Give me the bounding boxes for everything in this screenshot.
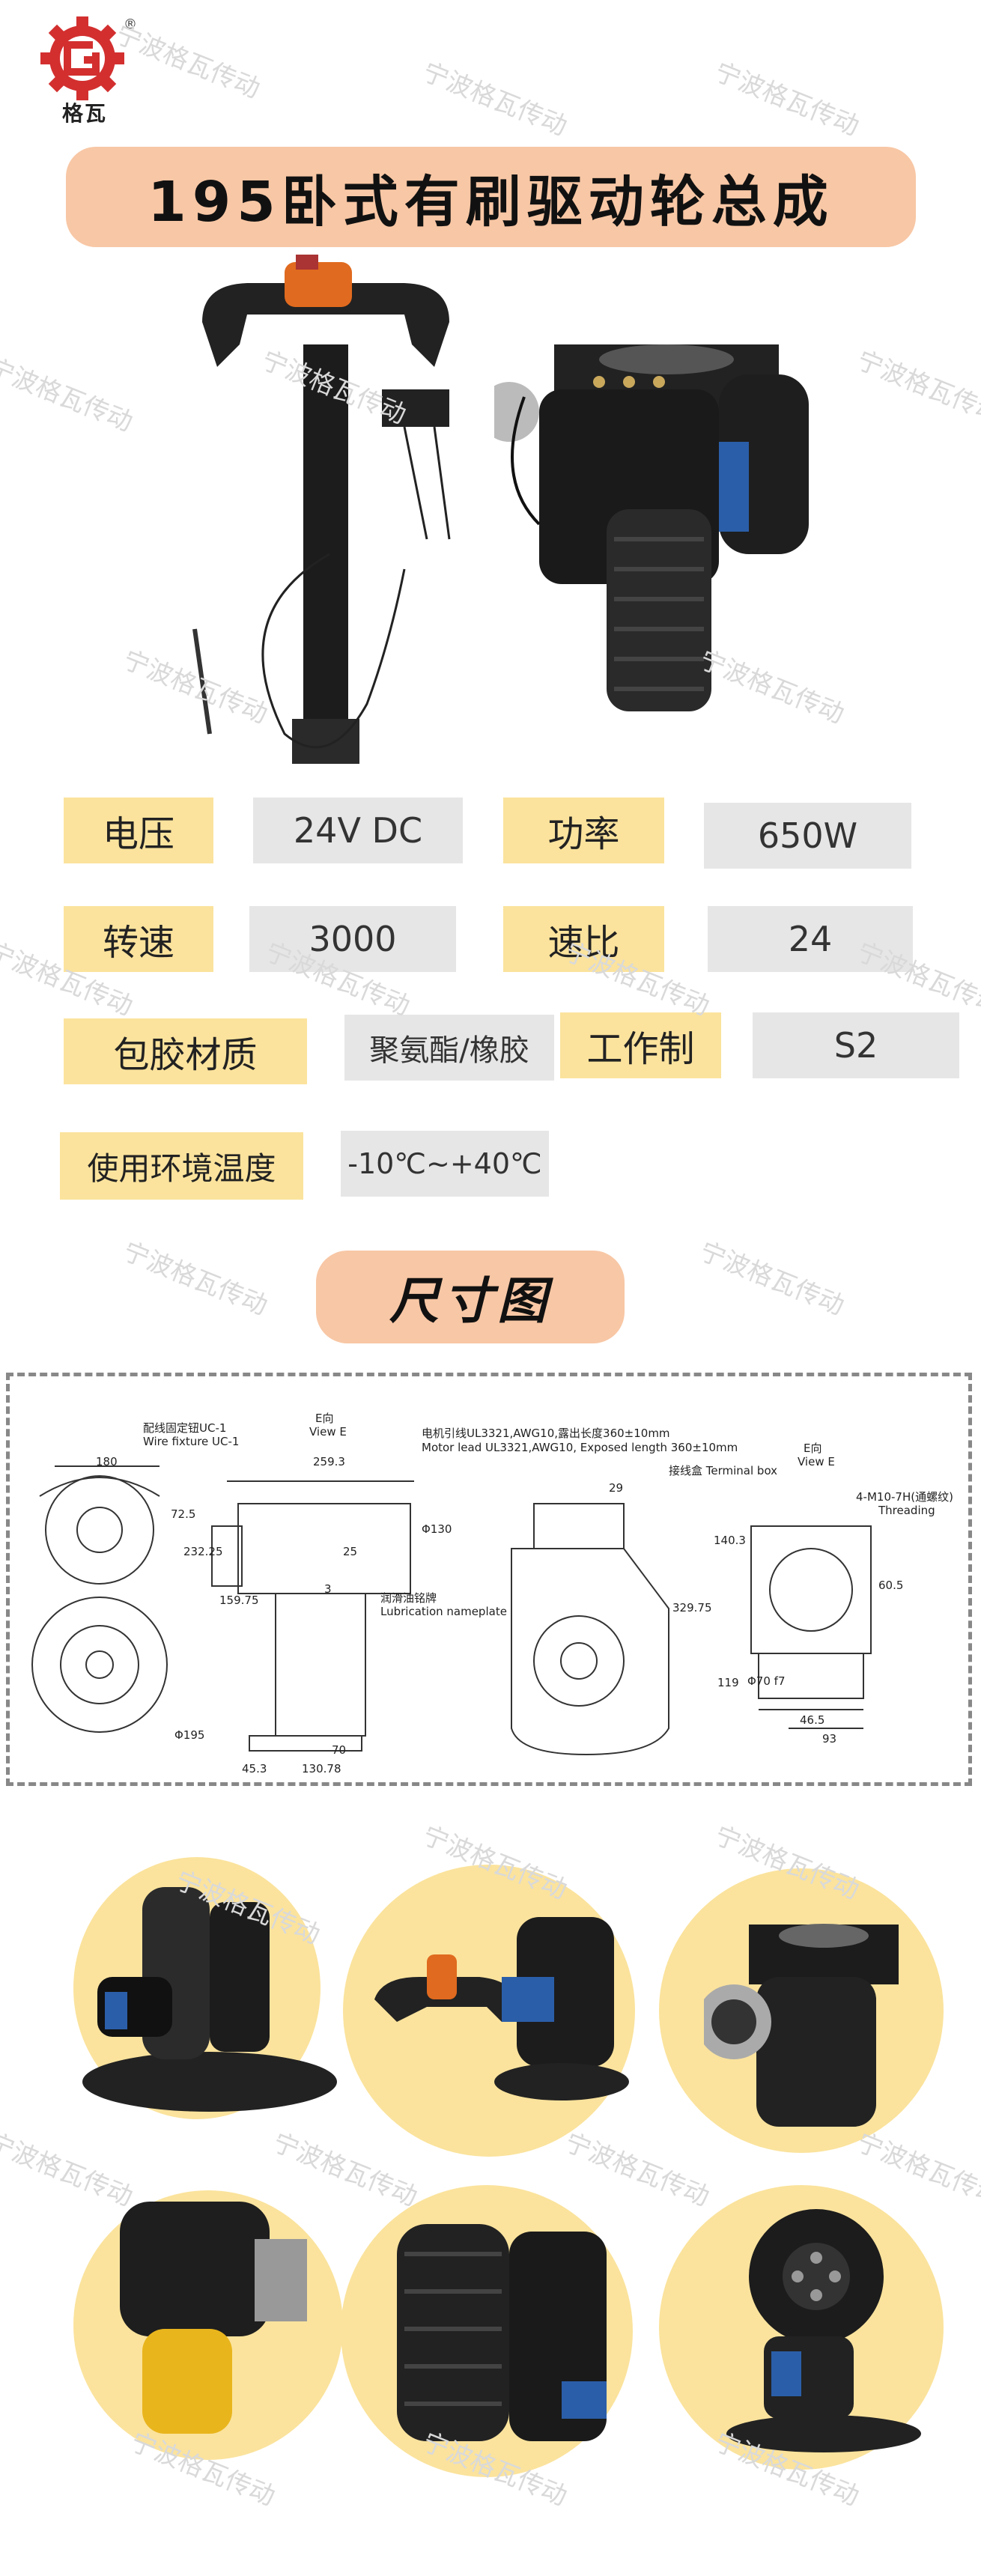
watermark: 宁波格瓦传动 — [852, 344, 981, 431]
spec-value-ratio: 24 — [708, 906, 913, 972]
registered-mark: ® — [124, 16, 137, 32]
spec-label-speed: 转速 — [64, 906, 213, 972]
dim-70: 70 — [332, 1743, 347, 1757]
dim-phi130: Φ130 — [422, 1522, 452, 1536]
product-photo-handle — [180, 255, 472, 779]
gear-logo-icon — [40, 16, 124, 100]
watermark: 宁波格瓦传动 — [0, 352, 137, 438]
label-motor-lead-en: Motor lead UL3321,AWG10, Exposed length … — [422, 1441, 738, 1454]
watermark: 宁波格瓦传动 — [695, 1236, 848, 1322]
spec-value-material: 聚氨酯/橡胶 — [344, 1015, 554, 1081]
dim-180: 180 — [96, 1455, 118, 1468]
label-view-e-en: View E — [309, 1425, 347, 1439]
dim-159-75: 159.75 — [219, 1594, 259, 1607]
gallery-photo-6 — [704, 2202, 929, 2456]
spec-label-power: 功率 — [503, 798, 664, 863]
drawing-lines — [31, 1465, 872, 1756]
watermark: 宁波格瓦传动 — [710, 56, 863, 142]
dim-140-3: 140.3 — [714, 1534, 746, 1547]
dim-60-5: 60.5 — [878, 1579, 904, 1592]
dim-329-75: 329.75 — [672, 1601, 712, 1614]
dim-phi70-f7: Φ70 f7 — [747, 1674, 786, 1688]
label-lube-cn: 润滑油铭牌 — [380, 1591, 437, 1605]
dim-46-5: 46.5 — [800, 1713, 825, 1727]
dim-130-78: 130.78 — [302, 1762, 341, 1775]
label-wire-fixture-en: Wire fixture UC-1 — [143, 1435, 240, 1448]
dim-232-25: 232.25 — [183, 1545, 223, 1558]
gallery-photo-4 — [75, 2194, 315, 2441]
dim-29: 29 — [609, 1481, 624, 1495]
label-threading-cn: 4-M10-7H(通螺纹) — [856, 1490, 953, 1504]
dim-259-3: 259.3 — [313, 1455, 345, 1468]
dim-3: 3 — [324, 1582, 332, 1596]
brand-logo — [36, 15, 133, 127]
label-wire-fixture-cn: 配线固定钮UC-1 — [143, 1421, 227, 1435]
spec-value-temperature: -10℃~+40℃ — [341, 1131, 549, 1197]
section-title-dimensions: 尺寸图 — [316, 1251, 625, 1343]
title-banner: 195卧式有刷驱动轮总成 — [66, 147, 916, 247]
dim-25: 25 — [343, 1545, 358, 1558]
spec-label-duty: 工作制 — [560, 1012, 721, 1078]
gallery-photo-1 — [75, 1857, 344, 2142]
label-motor-lead-cn: 电机引线UL3321,AWG10,露出长度360±10mm — [422, 1427, 670, 1440]
dim-119: 119 — [717, 1676, 739, 1689]
gallery-photo-2 — [367, 1887, 637, 2142]
dim-72-5: 72.5 — [171, 1507, 196, 1521]
gallery-photo-5 — [374, 2209, 622, 2456]
watermark: 宁波格瓦传动 — [852, 936, 981, 1022]
watermark: 宁波格瓦传动 — [111, 19, 264, 105]
spec-value-speed: 3000 — [249, 906, 456, 972]
page-title: 195卧式有刷驱动轮总成 — [148, 169, 834, 234]
label-view-e-cn: E向 — [315, 1412, 334, 1425]
watermark: 宁波格瓦传动 — [418, 56, 571, 142]
dimension-drawing: 配线固定钮UC-1 Wire fixture UC-1 E向 View E 电机… — [6, 1373, 972, 1786]
spec-value-power: 650W — [704, 803, 911, 869]
spec-label-material: 包胶材质 — [64, 1018, 307, 1084]
label-terminal-box: 接线盒 Terminal box — [669, 1464, 778, 1477]
spec-label-voltage: 电压 — [64, 798, 213, 863]
spec-label-temperature: 使用环境温度 — [60, 1132, 303, 1200]
spec-value-voltage: 24V DC — [253, 798, 463, 863]
product-photo-drive-wheel — [479, 329, 839, 719]
label-lube-en: Lubrication nameplate — [380, 1605, 507, 1618]
watermark: 宁波格瓦传动 — [118, 1236, 272, 1322]
gallery-photo-3 — [696, 1902, 929, 2142]
dim-45-3: 45.3 — [242, 1762, 267, 1775]
spec-label-ratio: 速比 — [503, 906, 664, 972]
dim-phi195: Φ195 — [174, 1728, 205, 1742]
brand-name: 格瓦 — [61, 101, 107, 126]
spec-value-duty: S2 — [753, 1012, 959, 1078]
label-view-e2-cn: E向 — [804, 1442, 822, 1455]
watermark: 宁波格瓦传动 — [560, 2127, 714, 2213]
dim-93: 93 — [822, 1732, 837, 1746]
label-threading-en: Threading — [878, 1504, 935, 1517]
label-view-e2-en: View E — [798, 1455, 835, 1468]
